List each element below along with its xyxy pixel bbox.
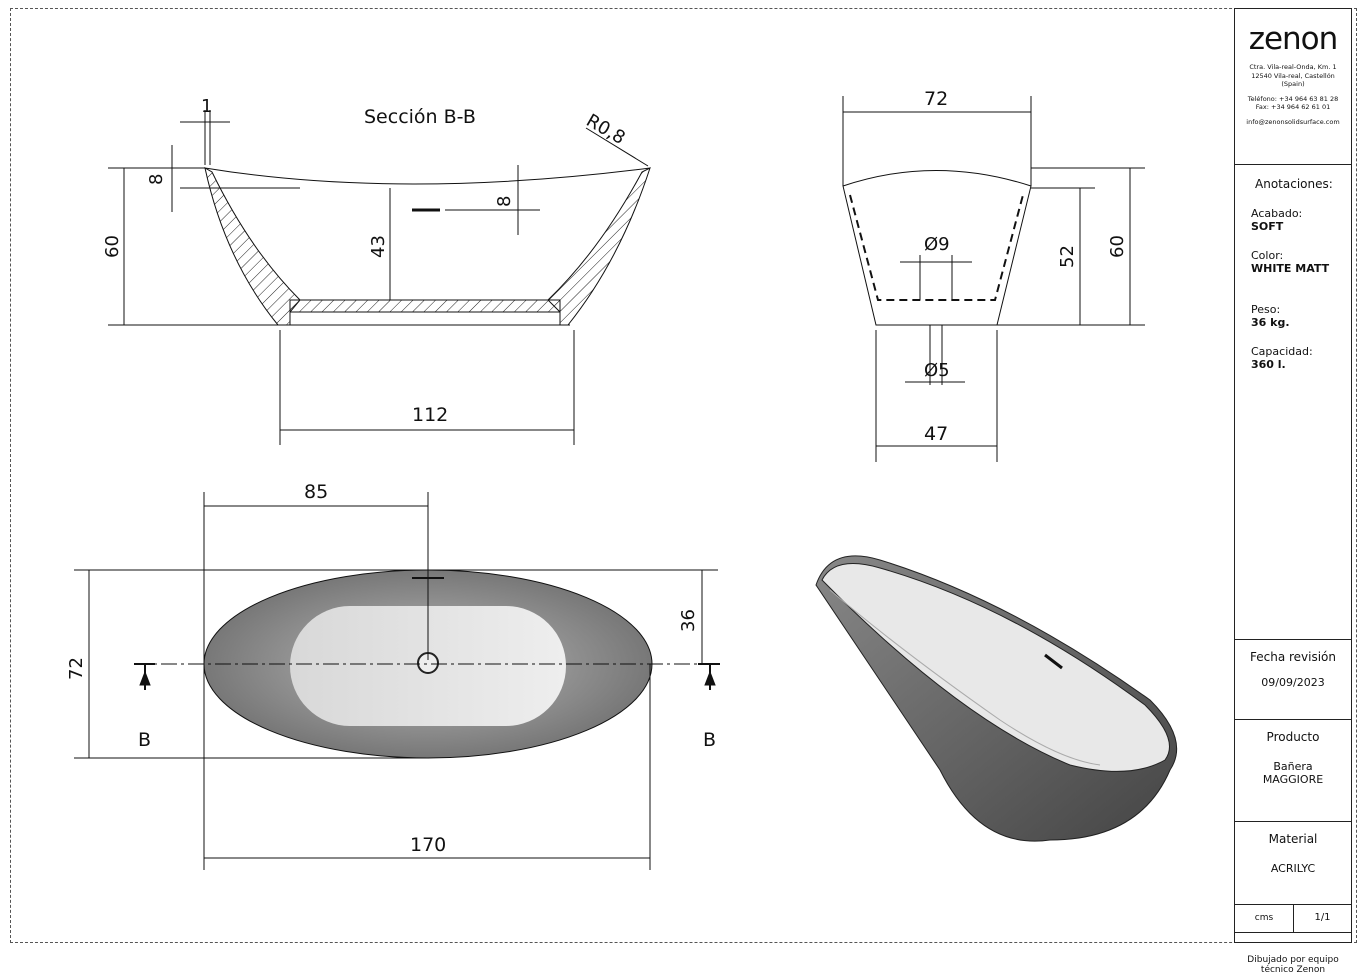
side-view: 72 52 60 Ø9 Ø5 47	[842, 88, 1145, 462]
revision-section: Fecha revisión 09/09/2023	[1235, 650, 1351, 720]
dim-radius: R0,8	[583, 110, 629, 149]
side-dimension-lines	[842, 96, 1145, 462]
finish-label: Acabado:	[1251, 207, 1303, 220]
dim-side-depth: 52	[1057, 245, 1078, 268]
color-label: Color:	[1251, 249, 1284, 262]
material-value: ACRILYC	[1270, 862, 1316, 875]
section-right-wall	[547, 167, 651, 326]
dim-side-width: 72	[924, 88, 948, 110]
cut-label-right: B	[703, 729, 716, 751]
dim-overflow: 8	[494, 196, 515, 207]
product-name-1: Bañera	[1273, 760, 1313, 773]
cut-arrow-left-icon	[134, 663, 155, 690]
dim-inner-depth: 43	[368, 235, 389, 258]
dim-plan-width: 72	[66, 657, 87, 680]
material-section: Material ACRILYC	[1235, 832, 1351, 905]
company-logo: zenon	[1248, 21, 1339, 57]
side-inner-hidden-line	[849, 194, 1024, 301]
annotations-section: Anotaciones: Acabado: SOFT Color: WHITE …	[1235, 177, 1351, 640]
units-sheet-row: cms 1/1	[1235, 905, 1351, 933]
finish-value: SOFT	[1251, 220, 1284, 233]
dim-plan-length: 170	[410, 834, 446, 856]
drawing-border	[10, 8, 1357, 943]
material-label: Material	[1268, 832, 1318, 846]
dim-plan-half: 85	[304, 481, 328, 503]
iso-shading-line	[829, 589, 1101, 766]
product-label: Producto	[1266, 730, 1320, 744]
section-title: Sección B-B	[364, 106, 476, 128]
revision-date: 09/09/2023	[1261, 676, 1325, 689]
dim-rim: 8	[146, 174, 167, 185]
dim-drain: Ø5	[924, 360, 950, 381]
dim-plan-half-width: 36	[678, 609, 699, 632]
plan-view: 85 72 36 170 B B	[66, 481, 720, 870]
drawn-by-line-2: técnico Zenon	[1260, 965, 1326, 975]
address-line-1: Ctra. Vila-real-Onda, Km. 1	[1249, 63, 1337, 71]
iso-overflow-mark	[1044, 653, 1063, 670]
units: cms	[1235, 905, 1294, 932]
weight-label: Peso:	[1251, 303, 1281, 316]
cut-arrow-right-icon	[698, 663, 720, 690]
title-block: zenon Ctra. Vila-real-Onda, Km. 1 12540 …	[1234, 8, 1352, 975]
phone: Teléfono: +34 964 63 81 28	[1247, 94, 1339, 103]
dim-thickness: 1	[201, 96, 212, 117]
dim-section-base: 112	[412, 404, 448, 426]
cut-label-left: B	[138, 729, 151, 751]
sheet-number: 1/1	[1314, 912, 1331, 923]
color-value: WHITE MATT	[1251, 262, 1330, 275]
product-section: Producto Bañera MAGGIORE	[1235, 730, 1351, 822]
drawn-by-section: Dibujado por equipo técnico Zenon	[1235, 955, 1351, 975]
capacity-value: 360 l.	[1251, 358, 1286, 371]
email-link[interactable]: info@zenonsolidsurface.com	[1246, 117, 1340, 126]
revision-label: Fecha revisión	[1249, 650, 1337, 664]
section-left-wall	[204, 167, 301, 326]
section-floor	[289, 299, 561, 313]
address-line-3: (Spain)	[1281, 80, 1305, 88]
company-info: zenon Ctra. Vila-real-Onda, Km. 1 12540 …	[1235, 23, 1351, 165]
plan-dimension-lines	[74, 492, 718, 870]
product-name-2: MAGGIORE	[1262, 773, 1324, 786]
dim-section-height: 60	[102, 235, 123, 258]
weight-value: 36 kg.	[1251, 316, 1290, 329]
dim-hole: Ø9	[924, 234, 950, 255]
section-rim-line	[204, 167, 651, 185]
capacity-label: Capacidad:	[1251, 345, 1313, 358]
drawn-by-line-1: Dibujado por equipo	[1247, 955, 1339, 965]
annotations-title: Anotaciones:	[1255, 177, 1333, 191]
section-dimension-lines	[108, 110, 649, 445]
isometric-view	[815, 555, 1178, 842]
address-line-2: 12540 Vila-real, Castellón	[1251, 71, 1335, 80]
section-view: Sección B-B 1 8 60 43 8 R0,8 112	[102, 96, 651, 445]
dim-side-height: 60	[1107, 235, 1128, 258]
iso-inner-basin	[821, 563, 1170, 772]
technical-drawing: Sección B-B 1 8 60 43 8 R0,8 112 72 52 6…	[66, 88, 1178, 870]
fax: Fax: +34 964 62 61 01	[1255, 103, 1331, 111]
dim-side-base: 47	[924, 423, 948, 445]
